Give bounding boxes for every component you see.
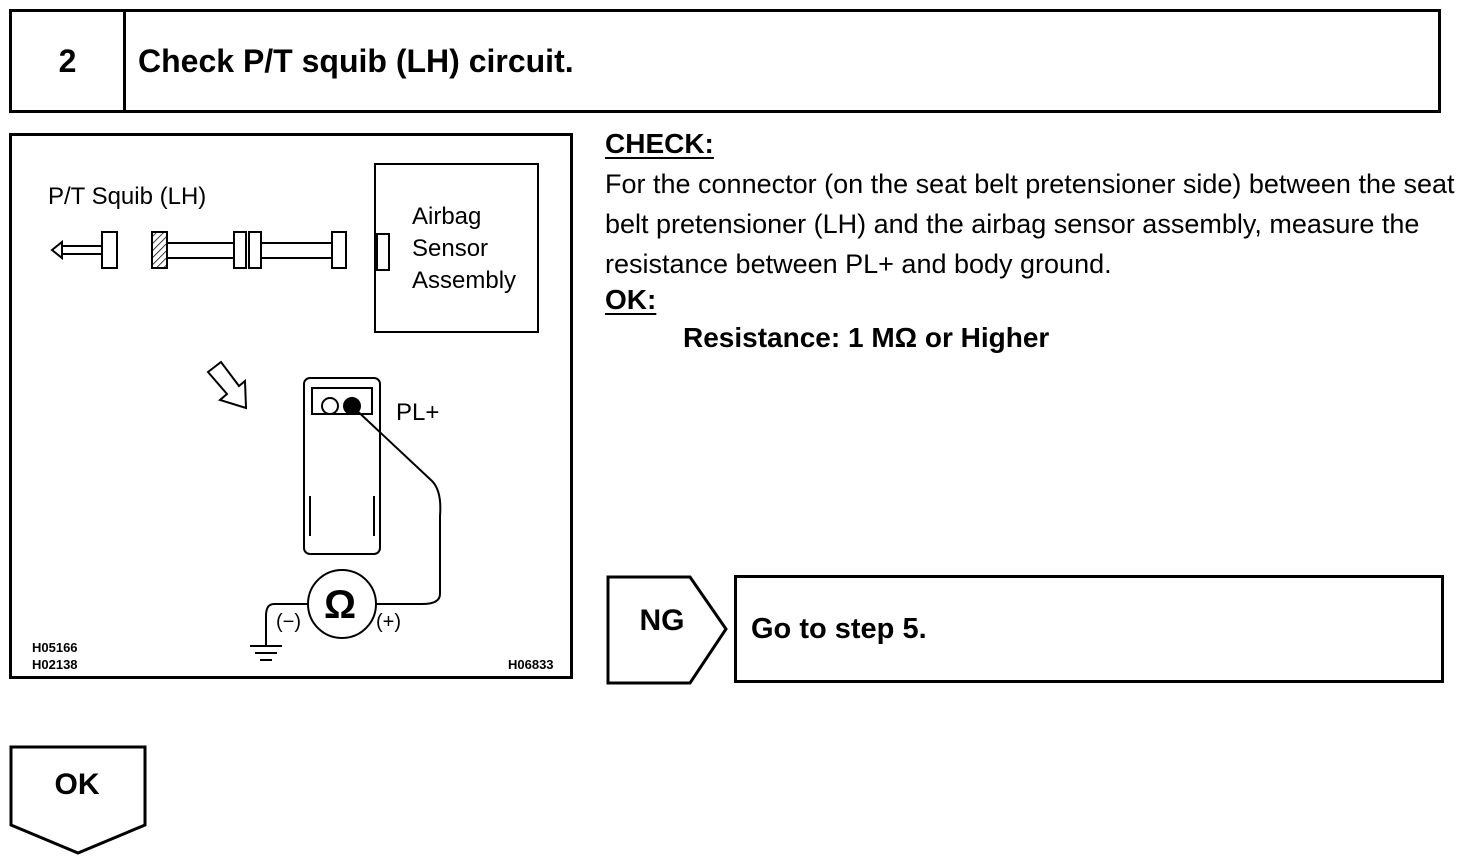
- sensor-label-line3: Assembly: [412, 267, 516, 294]
- resistance-spec: Resistance: 1 MΩ or Higher: [683, 322, 1050, 353]
- ok-heading: OK:: [605, 284, 657, 315]
- step-number: 2: [12, 12, 126, 110]
- sensor-label-line2: Sensor: [412, 235, 488, 262]
- diagram-drawing: P/T Squib (LH) Airbag Sensor Assembly PL…: [32, 163, 554, 672]
- ng-action-text: Go to step 5.: [751, 612, 927, 645]
- ok-branch-arrow: [9, 745, 147, 855]
- figure-code-2: H02138: [32, 657, 78, 672]
- check-heading: CHECK:: [605, 128, 714, 159]
- wiring-diagram: P/T Squib (LH) Airbag Sensor Assembly PL…: [9, 133, 573, 679]
- ng-label: NG: [639, 604, 685, 637]
- step-header: 2 Check P/T squib (LH) circuit.: [9, 9, 1441, 113]
- ng-branch-arrow: [606, 575, 728, 685]
- plus-label: (+): [376, 611, 401, 633]
- terminal-label: PL+: [396, 399, 439, 426]
- minus-label: (−): [276, 611, 301, 633]
- ng-action-box: Go to step 5.: [734, 575, 1444, 683]
- sensor-label-line1: Airbag: [412, 203, 481, 230]
- ok-branch-label: OK: [54, 768, 100, 801]
- step-title: Check P/T squib (LH) circuit.: [138, 42, 574, 79]
- figure-code-1: H05166: [32, 640, 78, 655]
- squib-label: P/T Squib (LH): [48, 183, 206, 210]
- check-instructions: For the connector (on the seat belt pret…: [605, 169, 1455, 279]
- ohm-symbol: Ω: [324, 583, 356, 627]
- figure-code-3: H06833: [508, 657, 554, 672]
